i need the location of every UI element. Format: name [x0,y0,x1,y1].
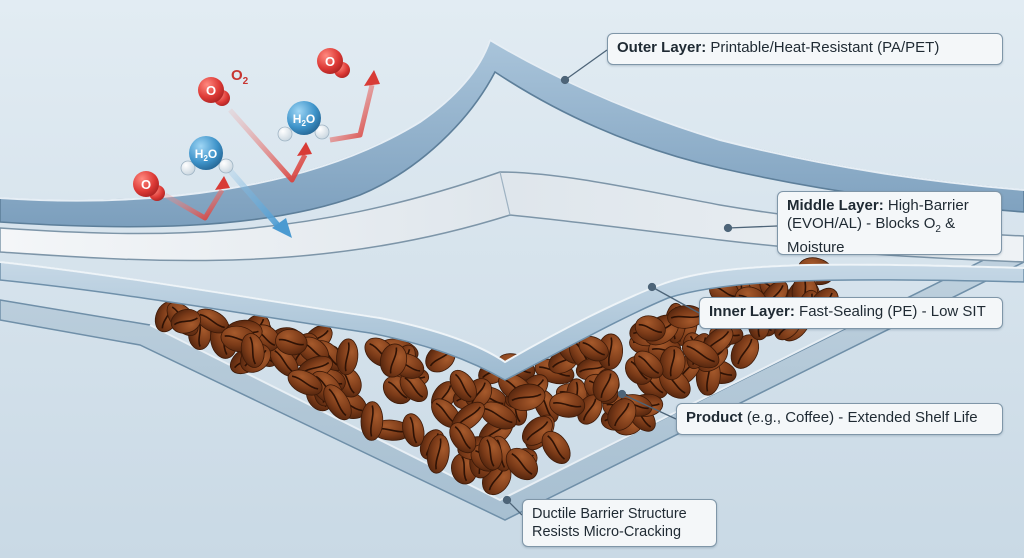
o2-symbol: O [231,67,243,84]
coffee-bean [402,413,425,447]
water-sub: 2 [301,119,306,128]
leader-inner [651,286,700,314]
svg-text:H2O: H2O [195,147,217,163]
oxygen-arrow-1 [163,188,225,221]
inner-layer-callout: Inner Layer: Fast-Sealing (PE) - Low SIT [699,297,1003,329]
water-sub: 2 [203,154,208,163]
coffee-bean [659,345,686,381]
coffee-bean [633,350,664,379]
coffee-bean [323,384,352,421]
svg-text:O2: O2 [231,67,249,87]
coffee-bean [634,315,666,342]
inner-layer-title: Inner Layer: [709,303,795,320]
middle-layer [0,171,1024,263]
svg-text:H2O: H2O [293,112,315,128]
product-callout: Product (e.g., Coffee) - Extended Shelf … [676,403,1003,435]
inner-layer-desc: Fast-Sealing (PE) - Low SIT [794,303,986,320]
ductile-line-2: Resists Micro-Cracking [532,524,682,540]
blocked-arrows [163,70,380,238]
coffee-bean [240,333,265,368]
ductile-line-1: Ductile Barrier Structure [532,506,687,522]
middle-layer-desc-2b: & [940,215,956,232]
leader-middle [727,225,778,229]
water-h: H [195,147,204,161]
oxygen-atom-label: O [141,177,151,192]
coffee-bean [170,308,202,334]
middle-layer-desc-1: High-Barrier [883,197,969,214]
middle-layer-desc-2sub: 2 [935,224,941,235]
oxygen-atom-label: O [325,54,335,69]
oxygen-arrow-1-head [215,176,230,190]
middle-layer-title: Middle Layer: [787,197,884,214]
coffee-bean [336,338,359,376]
coffee-bean [287,369,323,396]
coffee-bean [478,435,503,471]
middle-layer-callout: Middle Layer: High-Barrier (EVOH/AL) - B… [777,191,1002,256]
water-arrow [222,163,283,230]
coffee-bean [607,398,637,431]
water-arrow-head [272,218,292,238]
coffee-bean [426,434,450,474]
oxygen-atom-label: O [206,83,216,98]
outer-layer-desc: Printable/Heat-Resistant (PA/PET) [706,39,940,56]
water-h: H [293,112,302,126]
coffee-bean [592,369,620,402]
water-molecule-left: H2O [180,136,234,176]
coffee-bean [682,339,720,369]
coffee-bean [360,401,384,441]
tray-top-edge [149,309,881,502]
leader-lines [502,49,778,516]
coffee-bean [449,422,477,454]
water-o: O [306,112,315,126]
middle-layer-desc-2a: (EVOH/AL) - Blocks O [787,215,936,232]
leader-product [621,393,677,420]
water-o: O [208,147,217,161]
oxygen-arrow-2-head [297,142,312,156]
leader-outer [564,49,608,81]
coffee-bean [449,369,477,402]
product-desc: (e.g., Coffee) - Extended Shelf Life [742,409,978,426]
coffee-bean [549,391,586,418]
inner-layer-highlight [0,261,1024,364]
middle-layer-desc-3: Moisture [787,239,845,256]
oxygen-molecule-right: O [317,48,350,78]
oxygen-arrow-3-head [364,70,380,86]
oxygen-arrow-3 [329,84,375,143]
water-molecule-right: H2O [277,101,330,142]
outer-layer-title: Outer Layer: [617,39,707,56]
coffee-bean [379,343,408,378]
outer-layer-callout: Outer Layer: Printable/Heat-Resistant (P… [607,33,1003,65]
o2-subscript: 2 [243,76,249,87]
oxygen-molecule-left: O [133,171,165,201]
oxygen-molecule-top: O [198,77,230,106]
coffee-beans [154,257,839,496]
coffee-bean [507,383,546,411]
coffee-bean [541,431,571,464]
middle-layer-fold [499,171,511,216]
oxygen-arrow-2 [228,108,308,183]
o2-label: O2 [231,67,249,87]
product-title: Product [686,409,743,426]
coffee-bean [275,328,308,356]
coffee-bean [505,447,538,481]
ductile-structure-callout: Ductile Barrier Structure Resists Micro-… [522,499,717,547]
